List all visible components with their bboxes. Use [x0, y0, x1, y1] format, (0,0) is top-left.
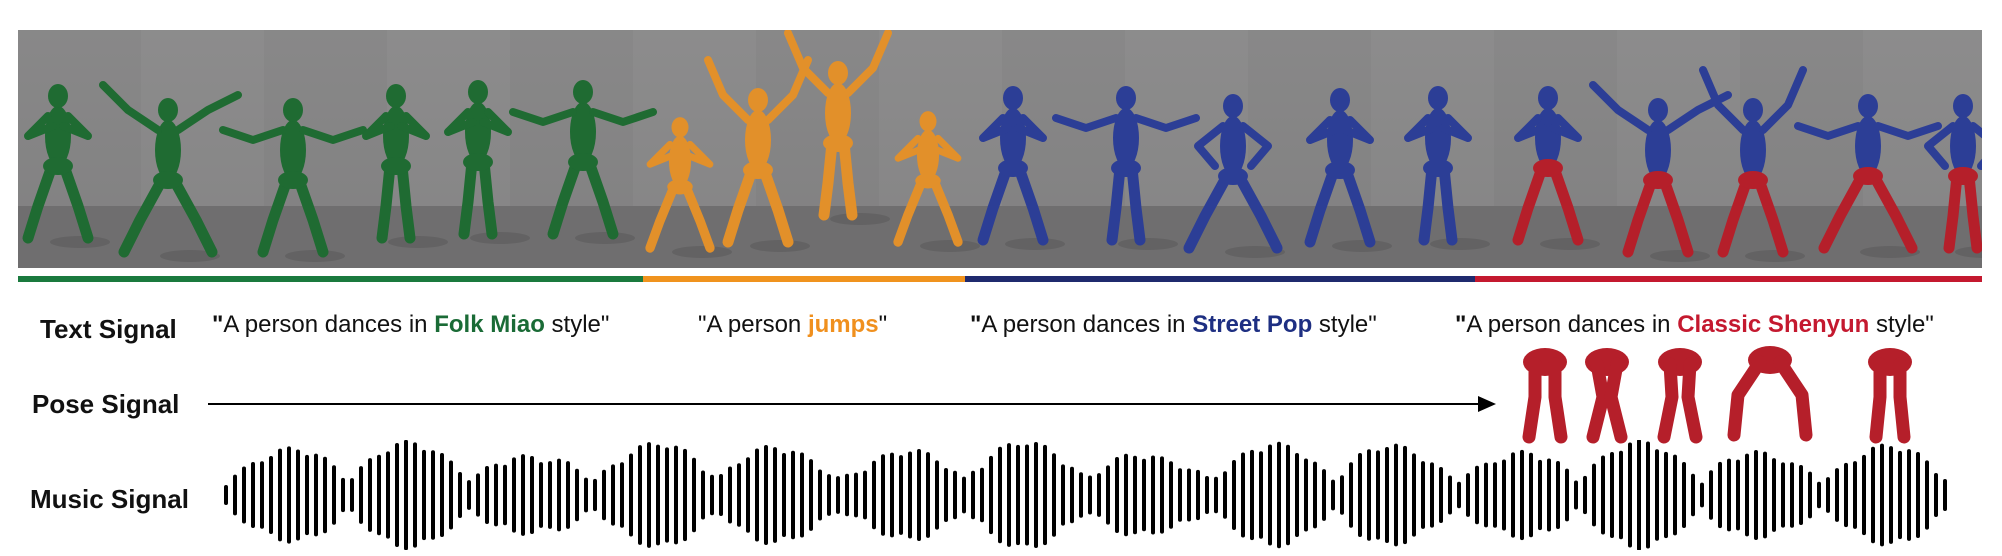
caption-folk-miao: "A person dances in Folk Miao style" [212, 311, 610, 338]
segment-bar-jump [643, 276, 965, 282]
backdrop-panel [756, 30, 879, 210]
caption-suffix: style [544, 311, 601, 338]
dancer-figure [219, 98, 367, 262]
caption-street-pop: "A person dances in Street Pop style" [970, 311, 1377, 338]
pose-legs-figure [1727, 346, 1813, 442]
dancer-figure [784, 30, 892, 225]
dancer-figure [1304, 88, 1392, 252]
dancer-figure [362, 84, 448, 248]
dancer-figure [645, 117, 732, 258]
caption-prefix: A person dances in [981, 311, 1193, 338]
stage-floor [18, 206, 1982, 268]
dancer-figure [893, 111, 980, 252]
caption-highlight: Street Pop [1192, 311, 1313, 338]
caption-classic-shenyun: "A person dances in Classic Shenyun styl… [1455, 311, 1934, 338]
dancer-figure [1794, 94, 1942, 258]
dancer-figure [1924, 94, 1982, 258]
pose-legs-figure [1585, 348, 1629, 444]
pose-leg-figures [1522, 346, 1912, 444]
caption-suffix: style [1312, 311, 1369, 338]
dancer-figure [1404, 86, 1490, 250]
dancer-figure [1183, 94, 1285, 258]
text-signal-label: Text Signal [40, 314, 177, 344]
caption-suffix: style [1869, 311, 1926, 338]
dancer-figure [1052, 86, 1200, 250]
caption-prefix: A person dances in [223, 311, 435, 338]
pose-signal-label: Pose Signal [32, 389, 180, 419]
segment-bar-folk-miao [18, 276, 643, 282]
dancer-figure [22, 84, 110, 248]
segment-bar-street-pop [965, 276, 1475, 282]
dancers-layer [18, 30, 1982, 268]
music-signal-label: Music Signal [30, 484, 189, 514]
dance-render-strip [18, 30, 1982, 268]
caption-highlight: jumps [807, 311, 879, 338]
dancer-figure [977, 86, 1065, 250]
caption-jumps: "A person jumps" [698, 311, 888, 338]
pose-legs-figure [1868, 348, 1912, 444]
music-waveform [224, 440, 1947, 550]
dancer-figure [99, 81, 242, 262]
pose-legs-figure [1522, 348, 1568, 444]
backdrop-panel [18, 30, 141, 210]
pose-legs-figure [1657, 348, 1703, 444]
caption-highlight: Folk Miao [434, 311, 545, 338]
dancer-figure [1699, 66, 1807, 262]
dancer-figure [1589, 81, 1732, 262]
caption-prefix: A person dances in [1466, 311, 1678, 338]
caption-prefix: A person [706, 311, 808, 338]
caption-highlight: Classic Shenyun [1677, 311, 1870, 338]
dancer-figure [1512, 86, 1600, 250]
dancer-figure [509, 80, 657, 244]
backdrop-panel [879, 30, 1002, 210]
pose-signal-arrowhead [1478, 396, 1496, 412]
dancer-figure [444, 80, 530, 244]
backdrop-panel [633, 30, 756, 210]
segment-bar-classic-shenyun [1475, 276, 1982, 282]
